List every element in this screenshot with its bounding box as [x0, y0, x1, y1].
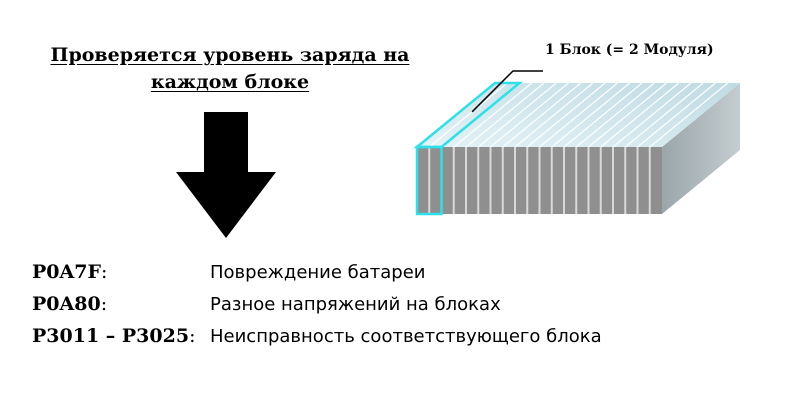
- battery-side-face: [662, 83, 740, 214]
- fault-code: P3011 – P3025:: [32, 325, 196, 347]
- heading: Проверяется уровень заряда на каждом бло…: [40, 42, 420, 96]
- fault-code-row: P0A80: Разное напряжений на блоках: [32, 288, 772, 320]
- module-divider-top: [600, 82, 680, 148]
- fault-code-row: P0A7F: Повреждение батареи: [32, 256, 772, 288]
- module-divider-top: [526, 82, 606, 148]
- module-divider-top: [637, 82, 716, 148]
- module-divider-top: [563, 82, 643, 148]
- module-divider-top: [575, 82, 655, 148]
- module-divider-top: [649, 82, 729, 148]
- fault-description: Разное напряжений на блоках: [210, 293, 501, 315]
- fault-code: P0A7F:: [32, 261, 108, 283]
- fault-code-list: P0A7F: Повреждение батареи P0A80: Разное…: [32, 256, 772, 352]
- module-divider-top: [551, 82, 631, 148]
- heading-line-1: Проверяется уровень заряда на: [50, 44, 410, 66]
- highlight-block-front: [415, 145, 443, 216]
- module-divider-top: [465, 82, 545, 148]
- module-divider-top: [490, 82, 569, 148]
- module-divider-top: [502, 82, 582, 148]
- fault-description: Повреждение батареи: [210, 261, 426, 283]
- module-divider-top: [588, 82, 667, 148]
- fault-description: Неисправность соответствующего блока: [210, 325, 602, 347]
- module-divider-top: [428, 82, 508, 148]
- module-divider-top: [453, 82, 533, 148]
- module-divider-top: [612, 82, 692, 148]
- module-divider-top: [624, 82, 704, 148]
- down-arrow-icon: [176, 112, 276, 238]
- battery-block-stack-icon: [413, 70, 740, 216]
- module-divider-top: [477, 82, 557, 148]
- heading-line-2: каждом блоке: [150, 71, 310, 93]
- fault-code-row: P3011 – P3025: Неисправность соответству…: [32, 320, 772, 352]
- module-divider-top: [514, 82, 594, 148]
- block-label-leader: [471, 70, 543, 113]
- block-label: 1 Блок (= 2 Модуля): [545, 42, 714, 58]
- module-divider-top: [539, 82, 618, 148]
- fault-code: P0A80:: [32, 293, 108, 315]
